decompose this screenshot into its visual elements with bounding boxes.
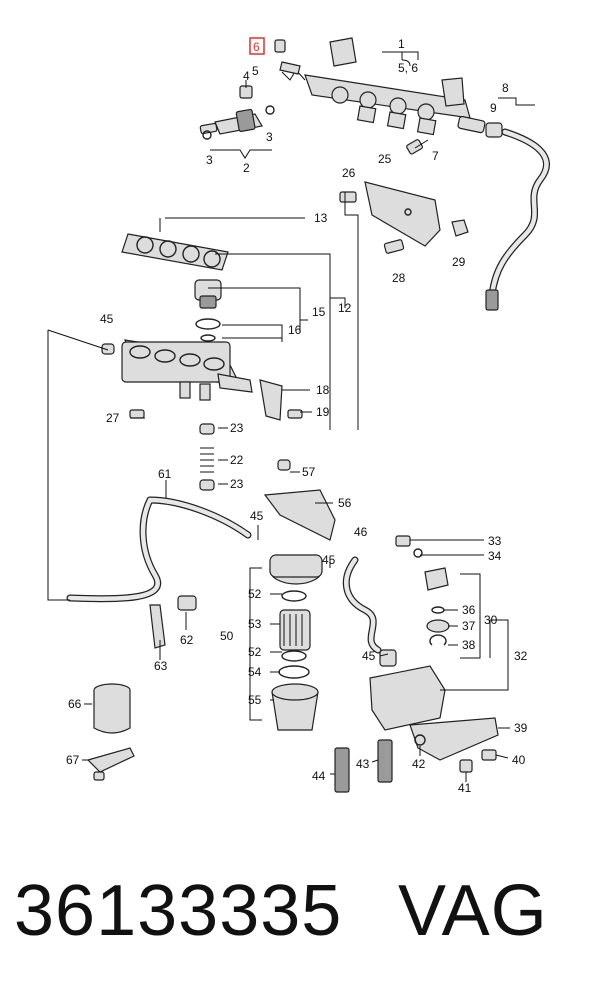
callout-1: 1	[398, 37, 405, 51]
highlight-box	[249, 37, 265, 55]
callout-12: 12	[338, 301, 352, 315]
injector-15	[194, 279, 222, 342]
injector	[199, 39, 301, 140]
callout-38: 38	[462, 638, 476, 652]
callout-62: 62	[180, 633, 194, 647]
bracket-62	[149, 595, 197, 649]
leader-lines	[47, 51, 535, 782]
exploded-parts-diagram: 1 5, 6 6 5 4 3 3 2 7 8 9 13 15 16 12 25 …	[47, 37, 550, 795]
spring-stack	[199, 423, 215, 491]
callout-39: 39	[514, 721, 528, 735]
callout-3-left: 3	[206, 153, 213, 167]
callout-19: 19	[316, 405, 330, 419]
cap-66	[93, 683, 131, 734]
callout-6: 6	[253, 40, 260, 54]
callout-25: 25	[378, 152, 392, 166]
hose-61	[66, 496, 252, 603]
callout-36: 36	[462, 603, 476, 617]
callout-55: 55	[248, 693, 262, 707]
callout-63: 63	[154, 659, 168, 673]
callout-2: 2	[243, 161, 250, 175]
filter-housing	[269, 554, 323, 731]
callout-46: 46	[354, 525, 368, 539]
callout-33: 33	[488, 534, 502, 548]
callout-22: 22	[230, 453, 244, 467]
callout-45-right: 45	[322, 553, 336, 567]
callout-8: 8	[502, 81, 509, 95]
bracket-25	[339, 181, 469, 254]
callout-53: 53	[248, 617, 262, 631]
pressure-regulator	[334, 535, 499, 793]
brand-label: VAG	[398, 871, 548, 951]
callout-44: 44	[312, 769, 326, 783]
clip-67	[86, 747, 135, 781]
callout-32: 32	[514, 649, 528, 663]
callout-23-bottom: 23	[230, 477, 244, 491]
manifold-gasket	[121, 218, 229, 271]
callout-43: 43	[356, 757, 370, 771]
callout-52-top: 52	[248, 587, 262, 601]
distributor-block	[101, 339, 303, 421]
hose-46	[342, 556, 382, 654]
callout-45-mid: 45	[250, 509, 264, 523]
callout-28: 28	[392, 271, 406, 285]
callout-7: 7	[432, 149, 439, 163]
callout-5: 5	[252, 64, 259, 78]
callout-45-top: 45	[100, 312, 114, 326]
callout-3-right: 3	[266, 130, 273, 144]
callout-5-6: 5, 6	[398, 61, 418, 75]
callout-52-bottom: 52	[248, 645, 262, 659]
footer: 36133335 VAG	[0, 870, 600, 998]
callout-4: 4	[243, 69, 250, 83]
callout-34: 34	[488, 549, 502, 563]
callout-labels: 1 5, 6 6 5 4 3 3 2 7 8 9 13 15 16 12 25 …	[66, 37, 528, 795]
callout-50: 50	[220, 629, 234, 643]
callout-41: 41	[458, 781, 472, 795]
callout-54: 54	[248, 665, 262, 679]
callout-29: 29	[452, 255, 466, 269]
callout-26: 26	[342, 166, 356, 180]
callout-16: 16	[288, 323, 302, 337]
callout-45-bottom: 45	[362, 649, 376, 663]
callout-57: 57	[302, 465, 316, 479]
part-number: 36133335	[14, 871, 343, 951]
callout-56: 56	[338, 496, 352, 510]
callout-13: 13	[314, 211, 328, 225]
callout-15: 15	[312, 305, 326, 319]
hose-8	[485, 122, 550, 311]
callout-9: 9	[490, 101, 497, 115]
callout-66: 66	[68, 697, 82, 711]
fuel-rail-assembly	[281, 37, 486, 136]
callout-67: 67	[66, 753, 80, 767]
callout-42: 42	[412, 757, 426, 771]
callout-18: 18	[316, 383, 330, 397]
bolt-7	[406, 139, 429, 155]
callout-61: 61	[158, 467, 172, 481]
callout-40: 40	[512, 753, 526, 767]
callout-30: 30	[484, 613, 498, 627]
callout-23-top: 23	[230, 421, 244, 435]
callout-27: 27	[106, 411, 120, 425]
callout-37: 37	[462, 619, 476, 633]
